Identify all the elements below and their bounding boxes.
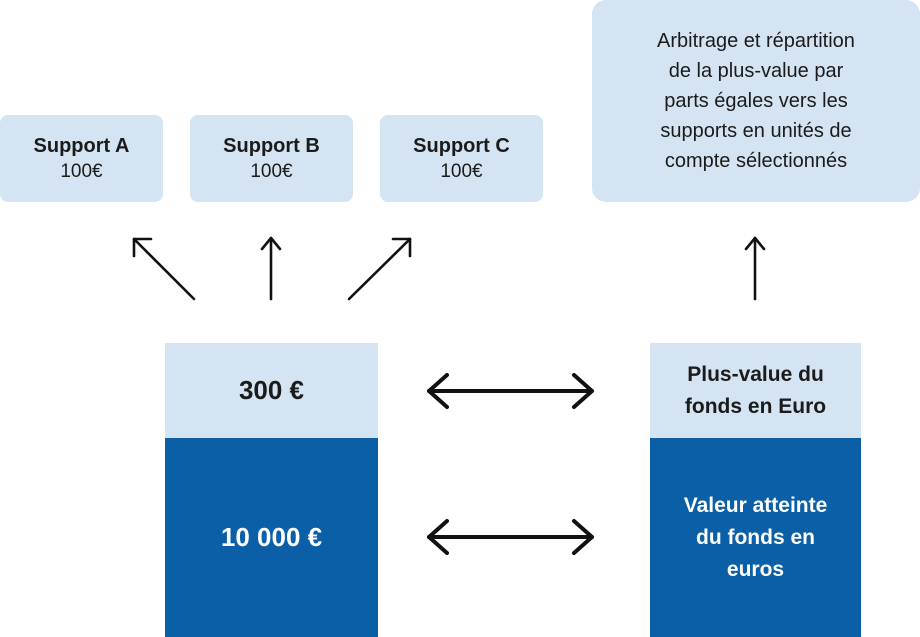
arbitrage-line-2: de la plus-value par xyxy=(668,60,844,82)
total-amount: 10 000 € xyxy=(220,522,323,552)
double-arrow-gain xyxy=(427,373,594,409)
support-a-amount: 100€ xyxy=(60,160,103,182)
support-a-title: Support A xyxy=(33,134,130,157)
arrow-to-support-b xyxy=(260,236,282,301)
arbitrage-line-3: parts égales vers les xyxy=(664,90,848,112)
euro-fund-value-line-1: Valeur atteinte xyxy=(683,493,828,517)
arbitrage-line-5: compte sélectionnés xyxy=(664,150,848,172)
euro-fund-value-box: Valeur atteinte du fonds en euros xyxy=(650,438,861,637)
support-b-title: Support B xyxy=(223,134,320,157)
euro-fund-gain-box: Plus-value du fonds en Euro xyxy=(650,343,861,438)
arbitrage-box: Arbitrage et répartition de la plus-valu… xyxy=(592,0,920,202)
euro-fund-value-line-3: euros xyxy=(726,557,785,581)
support-c-amount: 100€ xyxy=(440,160,483,182)
support-c-title: Support C xyxy=(413,134,510,157)
arrow-to-support-c xyxy=(347,237,412,301)
euro-fund-gain-line-2: fonds en Euro xyxy=(684,394,827,418)
support-c-box: Support C 100€ xyxy=(380,115,543,202)
total-amount-box: 10 000 € xyxy=(165,438,378,637)
gain-amount-box: 300 € xyxy=(165,343,378,438)
arbitrage-line-1: Arbitrage et répartition xyxy=(657,30,855,52)
euro-fund-gain-line-1: Plus-value du xyxy=(687,362,824,386)
arrow-to-support-a xyxy=(132,237,196,301)
support-a-box: Support A 100€ xyxy=(0,115,163,202)
arrow-to-arbitrage xyxy=(744,236,766,301)
arbitrage-line-4: supports en unités de xyxy=(660,120,852,142)
support-b-amount: 100€ xyxy=(250,160,293,182)
gain-amount: 300 € xyxy=(238,375,305,405)
euro-fund-value-line-2: du fonds en xyxy=(696,525,815,549)
support-b-box: Support B 100€ xyxy=(190,115,353,202)
double-arrow-value xyxy=(427,519,594,555)
